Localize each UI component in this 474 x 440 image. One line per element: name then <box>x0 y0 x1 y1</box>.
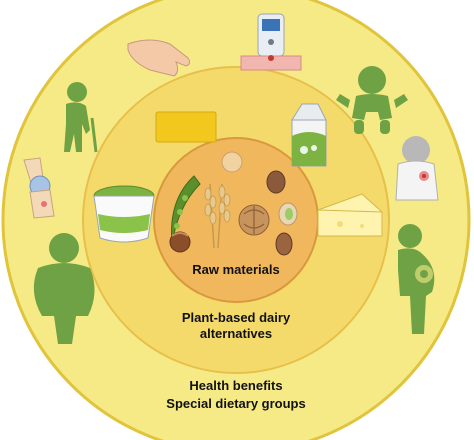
wheat-icon <box>204 183 231 249</box>
almond-icon <box>266 170 286 194</box>
knee-joint-icon <box>23 157 55 219</box>
middle-label-line1: Plant-based dairy <box>182 310 291 325</box>
inner-label: Raw materials <box>192 262 279 277</box>
walnut-icon <box>238 204 270 236</box>
yogurt-cup-icon <box>93 185 155 243</box>
glucose-meter-icon <box>240 13 302 71</box>
outer-label-line2: Special dietary groups <box>166 396 305 411</box>
hazelnut-icon <box>169 231 191 253</box>
chickpea-icon <box>221 151 243 173</box>
baby-icon <box>336 66 408 134</box>
butter-icon <box>155 111 217 143</box>
pregnant-woman-icon <box>398 224 435 334</box>
cheese-icon <box>317 193 383 237</box>
elderly-person-icon <box>64 82 98 153</box>
pistachio-icon <box>278 202 298 226</box>
milk-carton-icon <box>291 103 327 167</box>
child-skin-icon <box>395 136 439 201</box>
almond-icon <box>275 232 293 256</box>
overweight-person-icon <box>33 233 95 344</box>
middle-label-line2: alternatives <box>200 326 272 341</box>
outer-label-line1: Health benefits <box>189 378 282 393</box>
hand-icon <box>127 39 191 77</box>
